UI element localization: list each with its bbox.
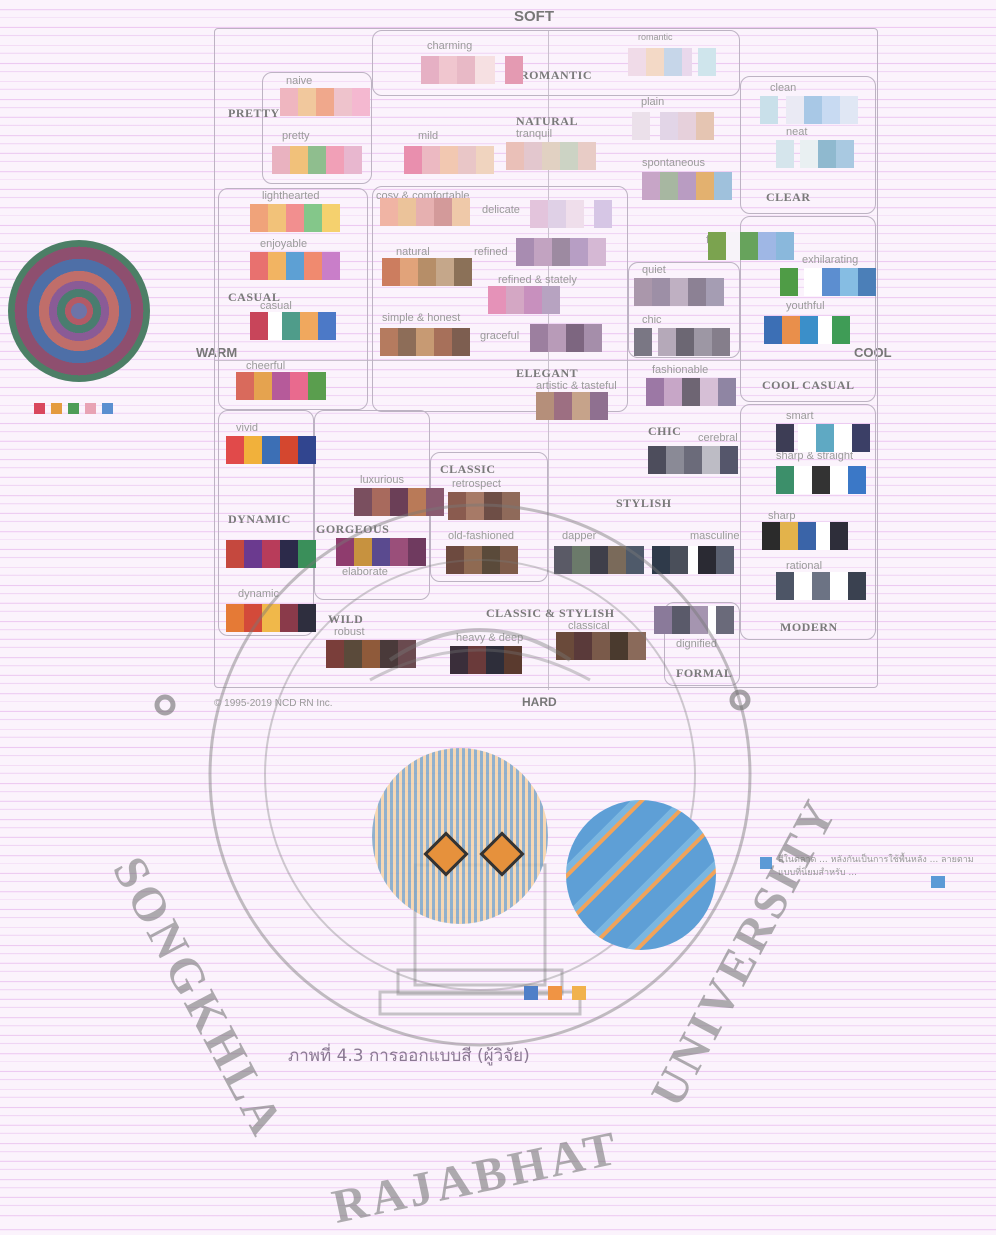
swatch-delicate (530, 200, 612, 228)
swatch-fresh (708, 232, 794, 260)
pattern-medallion-left (8, 240, 150, 382)
sub-refined: refined (474, 246, 508, 258)
swatch-enjoyable (250, 252, 340, 280)
sub-casual: casual (260, 300, 292, 312)
sub-enjoyable: enjoyable (260, 238, 307, 250)
swatch-refined-stately (488, 286, 560, 314)
swatch-pretty (272, 146, 362, 174)
swatch-mild (404, 146, 494, 174)
swatch-casual (250, 312, 336, 340)
sub-naive: naive (286, 75, 312, 87)
figure-caption: ภาพที่ 4.3 การออกแบบสี (ผู้วิจัย) (288, 1042, 530, 1069)
pattern-medallion-right (566, 800, 716, 950)
sub-fashionable: fashionable (652, 364, 708, 376)
group-romantic: ROMANTIC (520, 68, 592, 83)
swatch-graceful (530, 324, 602, 352)
sub-spontaneous: spontaneous (642, 157, 705, 169)
sub-graceful: graceful (480, 330, 519, 342)
swatch-spontaneous (642, 172, 732, 200)
sub-chic: chic (642, 314, 662, 326)
sub-clean: clean (770, 82, 796, 94)
swatch-youthful (764, 316, 850, 344)
sub-natural: natural (396, 246, 430, 258)
sub-tranquil: tranquil (516, 128, 552, 140)
swatch-cosy (380, 198, 470, 226)
group-clear: CLEAR (766, 190, 811, 205)
swatch-exhilarating (780, 268, 876, 296)
axis-soft: SOFT (514, 8, 554, 25)
sub-charming: charming (427, 40, 472, 52)
sub-simple: simple & honest (382, 312, 460, 324)
center-palette (524, 986, 586, 1000)
pattern-medallion-center (372, 748, 548, 924)
swatch-simple (380, 328, 470, 356)
swatch-plain (632, 112, 714, 140)
sub-romantic: romantic (638, 32, 673, 42)
swatch-quiet (634, 278, 724, 306)
swatch-romantic (628, 48, 716, 76)
legend-swatch-small (931, 876, 945, 888)
sub-cheerful: cheerful (246, 360, 285, 372)
swatch-naive (280, 88, 370, 116)
sub-refined-stately: refined & stately (498, 274, 577, 286)
medallion-left-palette (34, 403, 113, 414)
swatch-clean (760, 96, 858, 124)
sub-delicate: delicate (482, 204, 520, 216)
sub-mild: mild (418, 130, 438, 142)
sub-neat: neat (786, 126, 807, 138)
swatch-chic (634, 328, 730, 356)
sub-plain: plain (641, 96, 664, 108)
swatch-tranquil (506, 142, 596, 170)
swatch-charming (421, 56, 523, 84)
swatch-refined (516, 238, 606, 266)
swatch-natural (382, 258, 472, 286)
group-natural: NATURAL (516, 114, 578, 129)
group-elegant: ELEGANT (516, 366, 578, 381)
sub-exhilarating: exhilarating (802, 254, 858, 266)
group-pretty: PRETTY (228, 106, 280, 121)
swatch-lighthearted (250, 204, 340, 232)
sub-pretty: pretty (282, 130, 310, 142)
sub-lighthearted: lighthearted (262, 190, 320, 202)
sub-quiet: quiet (642, 264, 666, 276)
swatch-neat (776, 140, 854, 168)
copyright-text: © 1995-2019 NCD RN Inc. (214, 698, 333, 709)
sub-youthful: youthful (786, 300, 825, 312)
